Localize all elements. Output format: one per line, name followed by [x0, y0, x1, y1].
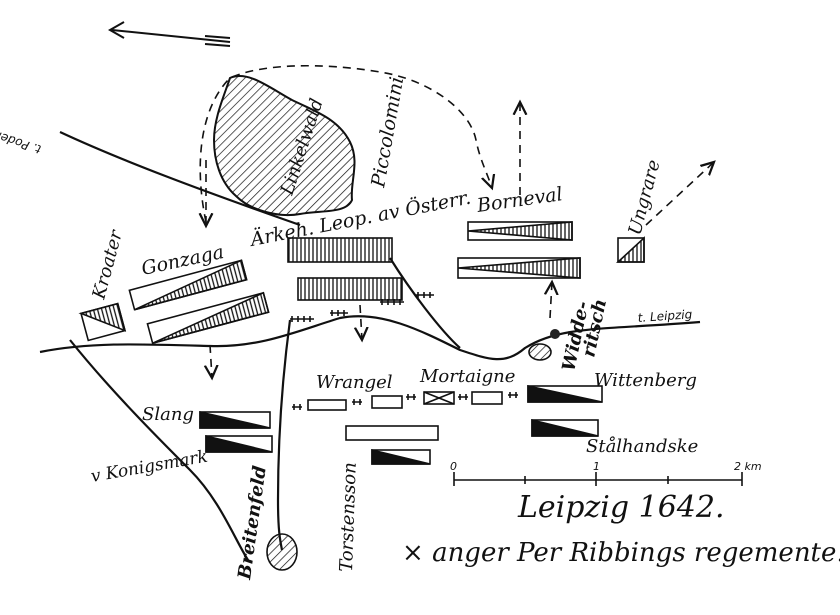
- unit-wrangel-2: [371, 395, 403, 409]
- label-mortaigne: Mortaigne: [419, 366, 515, 387]
- unit-wittenberg-1: [527, 385, 603, 403]
- unit-slang-1: [199, 410, 271, 429]
- unit-arkeh-2: [297, 277, 403, 301]
- label-road-leipzig: t. Leipzig: [637, 307, 693, 325]
- unit-wittenberg-2: [531, 418, 599, 437]
- imperial-units: [78, 221, 645, 345]
- unit-arkeh-1: [287, 237, 393, 263]
- caption-text: anger Per Ribbings regemente.: [432, 538, 840, 568]
- label-ungrare: Ungrare: [625, 158, 665, 238]
- label-road-podelwitz: t. Podelwitz: [0, 121, 43, 156]
- direction-arrow: [107, 21, 231, 47]
- unit-wrangel-1: [307, 399, 347, 411]
- label-kroater: Kroater: [88, 227, 127, 302]
- label-stalhandske: Stålhandske: [586, 435, 698, 457]
- musketeer-marks: [290, 292, 518, 410]
- unit-kroater: [78, 302, 127, 342]
- unit-torstensson: [345, 425, 439, 441]
- village-small: [550, 329, 560, 339]
- scale-tick-1: 1: [593, 460, 600, 473]
- unit-reserve: [371, 448, 431, 465]
- label-piccolomini: Piccolomini: [367, 75, 408, 190]
- label-slang: Slang: [142, 404, 194, 425]
- caption-line: × anger Per Ribbings regemente.: [402, 538, 840, 568]
- label-torstensson: Torstensson: [336, 462, 361, 572]
- unit-ribbing-regiment: [423, 391, 455, 405]
- label-breitenfeld: Breitenfeld: [234, 464, 271, 582]
- unit-borneval-1: [467, 221, 573, 241]
- caption-cross-symbol: ×: [402, 538, 424, 568]
- label-wittenberg: Wittenberg: [594, 370, 697, 391]
- label-wrangel: Wrangel: [316, 372, 393, 393]
- scale-bar: [453, 472, 743, 486]
- unit-mortaigne: [471, 391, 503, 405]
- movement-arrows: [200, 64, 714, 378]
- scale-tick-2: 2 km: [734, 460, 762, 473]
- scale-tick-0: 0: [450, 460, 457, 473]
- unit-borneval-2: [457, 257, 581, 279]
- label-konigsmark: v Konigsmark: [89, 447, 209, 487]
- unit-slang-2: [205, 434, 273, 453]
- map-title: Leipzig 1642.: [518, 490, 725, 525]
- label-borneval: Borneval: [475, 183, 564, 217]
- swedish-units: [199, 385, 603, 465]
- unit-gonzaga-1: [128, 259, 248, 311]
- unit-gonzaga-2: [146, 291, 270, 345]
- widderitsch-village: [528, 343, 552, 361]
- linkelwald-forest: [212, 75, 356, 216]
- unit-ungrare: [615, 236, 645, 263]
- breitenfeld-village: [266, 533, 298, 571]
